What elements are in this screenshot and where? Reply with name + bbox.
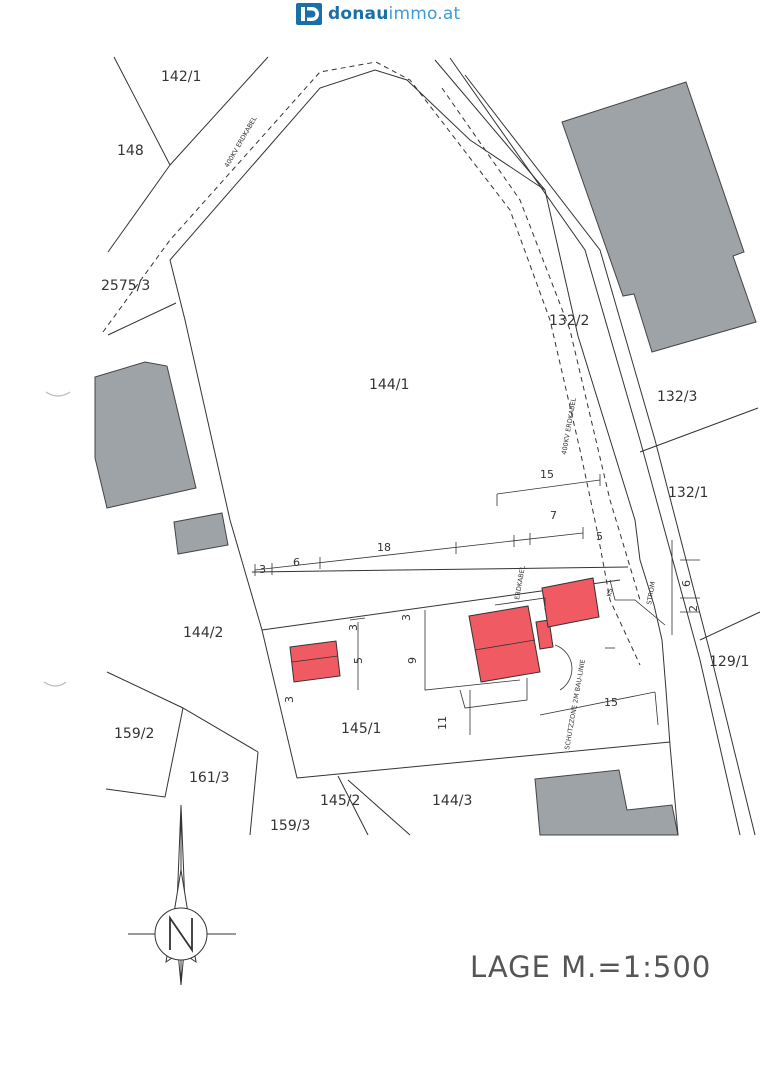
- annotation-labels: 400KV ERDKABEL 400KV ERDKABEL ERDKABEL S…: [223, 115, 657, 751]
- building-west: [94, 361, 197, 509]
- parcel-145-2: 145/2: [320, 793, 360, 809]
- planned-house: [468, 605, 541, 683]
- parcel-144-2: 144/2: [183, 625, 223, 641]
- parcel-144-3: 144/3: [432, 793, 472, 809]
- cable-label-house: ERDKABEL: [513, 565, 527, 601]
- cable-label-east: 400KV ERDKABEL: [560, 397, 578, 455]
- north-arrow-icon: [128, 804, 236, 986]
- planned-garage: [541, 577, 600, 628]
- dim-3-bottom-left: 3: [283, 696, 296, 703]
- parcel-159-2: 159/2: [114, 726, 154, 742]
- scale-label: LAGE M.=1:500: [470, 950, 711, 984]
- dim-3-shed: 3: [347, 624, 360, 631]
- parcel-144-1: 144/1: [369, 377, 409, 393]
- dim-9: 9: [406, 657, 419, 664]
- parcel-148: 148: [117, 143, 144, 159]
- punch-hole-marks: [43, 391, 71, 687]
- parcel-142-1: 142/1: [161, 69, 201, 85]
- parcel-132-1: 132/1: [668, 485, 708, 501]
- dim-5-shed: 5: [352, 657, 365, 664]
- parcel-129-1: 129/1: [709, 654, 749, 670]
- building-northeast: [561, 81, 757, 353]
- dimension-lines: [254, 474, 700, 735]
- parcel-boundaries: [105, 56, 761, 836]
- dim-6-top: 6: [293, 556, 300, 569]
- parcel-159-3: 159/3: [270, 818, 310, 834]
- building-west-small: [173, 512, 229, 555]
- planned-building-details: [291, 579, 666, 709]
- dim-15-top: 15: [540, 468, 554, 481]
- dim-11: 11: [436, 716, 449, 730]
- dimension-labels: 15 18 6 3 7 5 3 5 3 9 11 15 6 3 2: [259, 468, 700, 730]
- dim-3-left: 3: [259, 563, 266, 576]
- planned-buildings: [289, 577, 600, 683]
- parcel-145-1: 145/1: [341, 721, 381, 737]
- parcel-2575-3: 2575/3: [101, 278, 150, 294]
- building-southeast: [534, 769, 679, 836]
- protection-zone-label: SCHUTZZONE 2M BAU-LINIE: [563, 659, 587, 751]
- dim-2-side: 2: [687, 605, 700, 612]
- parcel-132-3: 132/3: [657, 389, 697, 405]
- planned-shed: [289, 640, 341, 683]
- logo-text: donauimmo.at: [328, 4, 460, 24]
- dim-18: 18: [377, 541, 391, 554]
- dim-6-side: 6: [680, 580, 693, 587]
- dim-15-bottom: 15: [604, 696, 618, 709]
- logo-text-part2: immo.at: [388, 4, 461, 24]
- parcel-132-2: 132/2: [549, 313, 589, 329]
- dim-5-right: 5: [596, 530, 603, 543]
- donauimmo-logo: donauimmo.at: [296, 2, 460, 26]
- cable-lines: [102, 61, 641, 666]
- parcel-labels: 142/1 148 2575/3 144/1 132/2 132/3 132/1…: [101, 69, 749, 834]
- ks-label: KS: [605, 588, 614, 598]
- power-label: STROM: [645, 581, 657, 605]
- logo-text-part1: donau: [328, 4, 389, 24]
- existing-buildings: [94, 81, 757, 836]
- dim-7: 7: [550, 509, 557, 522]
- logo-mark-icon: [296, 3, 322, 25]
- dim-3-house: 3: [400, 614, 413, 621]
- parcel-161-3: 161/3: [189, 770, 229, 786]
